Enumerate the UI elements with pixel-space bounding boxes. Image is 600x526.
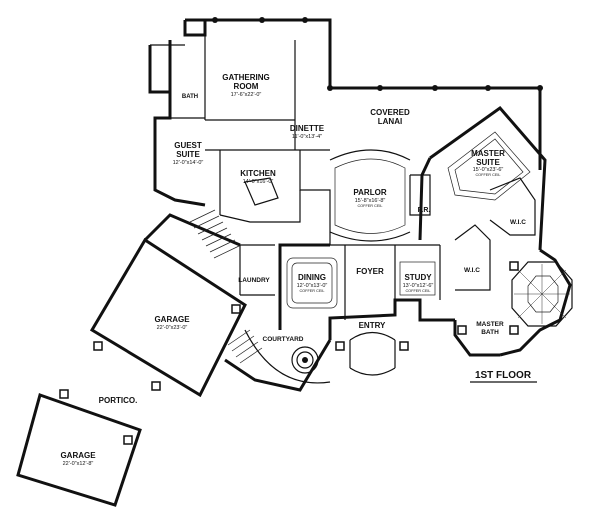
powder-room-label: P.R. <box>418 207 431 214</box>
dining-note: COFFER CEIL <box>299 289 324 293</box>
dinette-label: DINETTE <box>290 124 325 133</box>
master-suite-note: COFFER CEIL <box>475 173 500 177</box>
fountain-icon <box>291 346 319 374</box>
wic-upper-label: W.I.C <box>510 219 526 226</box>
column-icon <box>302 17 308 23</box>
garage-small-label: GARAGE <box>60 451 96 460</box>
covered-lanai-label: COVERED <box>370 108 410 117</box>
portico-label: PORTICO. <box>99 396 138 405</box>
column-icon <box>151 381 161 391</box>
master-suite-label: MASTER <box>471 149 505 158</box>
column-icon <box>432 85 438 91</box>
courtyard-label: COURTYARD <box>263 336 304 343</box>
stairs <box>189 209 263 364</box>
study-note: COFFER CEIL <box>405 289 430 293</box>
kitchen-dims: 14'-0"x16'-0" <box>243 179 274 185</box>
gathering-room-label: GATHERING <box>222 73 269 82</box>
column-icon <box>212 17 218 23</box>
column-icon <box>59 389 69 399</box>
master-bath-tub <box>511 261 573 327</box>
dinette-dims: 11'-0"x13'-4" <box>292 134 322 140</box>
master-bath-label-2: BATH <box>481 329 499 336</box>
guest-suite-label: GUEST <box>174 141 202 150</box>
gathering-room-dims: 17'-6"x22'-0" <box>231 92 262 98</box>
garage-small-dims: 22'-0"x12'-8" <box>63 461 94 467</box>
study-label: STUDY <box>404 273 432 282</box>
exterior-walls <box>16 18 572 507</box>
column-icon <box>123 435 133 445</box>
column-icon <box>335 341 345 351</box>
column-icon <box>537 85 543 91</box>
floor-label-group: 1ST FLOOR <box>470 370 537 383</box>
column-icon <box>377 85 383 91</box>
column-icon <box>509 325 519 335</box>
dining-dims: 12'-0"x13'-0" <box>297 283 328 289</box>
column-icon <box>327 85 333 91</box>
columns <box>59 17 543 445</box>
interior-walls <box>170 35 536 384</box>
dining-label: DINING <box>298 273 326 282</box>
gathering-room-label-2: ROOM <box>234 82 259 91</box>
column-icon <box>231 304 241 314</box>
bath-label: BATH <box>182 94 198 100</box>
floor-label: 1ST FLOOR <box>475 370 532 381</box>
master-bath-label: MASTER <box>476 321 504 328</box>
column-icon <box>509 261 519 271</box>
guest-suite-label-2: SUITE <box>176 150 200 159</box>
column-icon <box>399 341 409 351</box>
room-labels: GATHERING ROOM 17'-6"x22'-0" BATH GUEST … <box>60 73 526 467</box>
master-suite-label-2: SUITE <box>476 158 500 167</box>
guest-suite-dims: 12'-0"x14'-0" <box>173 160 204 166</box>
garage-main-dims: 22'-0"x23'-0" <box>157 325 188 331</box>
garage-main-label: GARAGE <box>154 315 190 324</box>
study-dims: 13'-0"x12'-6" <box>403 283 434 289</box>
column-icon <box>485 85 491 91</box>
wic-lower-label: W.I.C <box>464 267 480 274</box>
kitchen-label: KITCHEN <box>240 169 276 178</box>
column-icon <box>457 325 467 335</box>
master-suite-dims: 15'-0"x23'-6" <box>473 167 504 173</box>
parlor-dims: 15'-8"x16'-8" <box>355 198 386 204</box>
covered-lanai-label-2: LANAI <box>378 117 402 126</box>
column-icon <box>93 341 103 351</box>
entry-label: ENTRY <box>359 321 386 330</box>
laundry-label: LAUNDRY <box>238 277 270 284</box>
parlor-label: PARLOR <box>353 188 386 197</box>
parlor-note: COFFER CEIL <box>357 204 382 208</box>
foyer-label: FOYER <box>356 267 384 276</box>
column-icon <box>259 17 265 23</box>
